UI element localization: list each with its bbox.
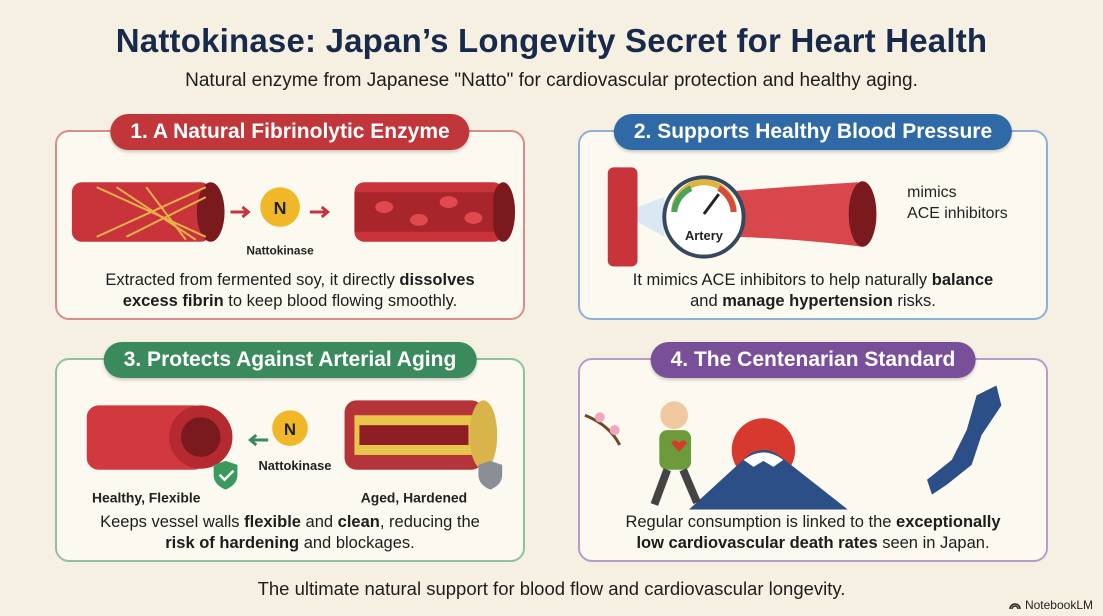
svg-text:N: N	[274, 198, 287, 218]
side-label: ACE inhibitors	[907, 205, 1008, 222]
footer-tagline: The ultimate natural support for blood f…	[257, 578, 846, 599]
mount-fuji-icon	[689, 449, 848, 510]
panel-description: Regular consumption is linked to the exc…	[625, 513, 1001, 552]
artery-cross-section-icon	[607, 167, 638, 267]
panel-arterial-aging: 3. Protects Against Arterial Aging Healt…	[55, 342, 525, 562]
side-label: mimics	[907, 184, 956, 201]
shield-check-icon	[213, 460, 238, 490]
enzyme-label: Nattokinase	[246, 244, 314, 258]
panel-fibrinolytic: 1. A Natural Fibrinolytic Enzyme N Natto…	[55, 114, 525, 320]
svg-text:N: N	[284, 420, 296, 439]
page-title: Nattokinase: Japan’s Longevity Secret fo…	[115, 22, 988, 59]
artery-icon	[718, 182, 863, 247]
arrow-icon	[309, 205, 330, 219]
panel-heading: 2. Supports Healthy Blood Pressure	[613, 114, 1013, 150]
nattokinase-enzyme-icon: N	[260, 187, 300, 227]
gauge-icon: Artery	[662, 175, 746, 259]
heart-icon	[671, 440, 688, 452]
panel-blood-pressure: 2. Supports Healthy Blood Pressure Arter…	[578, 114, 1048, 320]
centenarian-illustration	[584, 385, 1002, 510]
blood-pressure-illustration: Artery mimics ACE inhibitors	[607, 167, 1008, 267]
clear-vessel-icon	[354, 182, 516, 242]
svg-text:Artery: Artery	[685, 228, 724, 243]
japan-map-icon	[927, 385, 1002, 495]
panel-heading: 4. The Centenarian Standard	[650, 342, 976, 378]
arterial-aging-illustration: Healthy, Flexible N Nattokinase Aged, Ha…	[86, 400, 503, 506]
arrow-icon	[230, 205, 251, 219]
panel-description: It mimics ACE inhibitors to help natural…	[632, 271, 994, 310]
cherry-blossom-icon	[584, 413, 621, 446]
panel-heading: 3. Protects Against Arterial Aging	[103, 342, 477, 378]
enzyme-label: Nattokinase	[258, 458, 331, 473]
elderly-man-walking-icon	[650, 401, 701, 506]
healthy-vessel-icon	[86, 405, 238, 490]
healthy-label: Healthy, Flexible	[92, 490, 201, 506]
panel-description: Keeps vessel walls flexible and clean, r…	[100, 513, 480, 552]
fibrin-dissolving-illustration: N Nattokinase	[71, 182, 516, 258]
page-subtitle: Natural enzyme from Japanese "Natto" for…	[185, 70, 918, 91]
aged-vessel-icon	[344, 400, 503, 490]
aged-label: Aged, Hardened	[361, 490, 467, 506]
clotted-vessel-icon	[71, 182, 225, 242]
arrow-icon	[248, 433, 269, 447]
nattokinase-enzyme-icon	[272, 410, 308, 446]
brand-label: NotebookLM	[1024, 598, 1093, 612]
panel-centenarian: 4. The Centenarian Standard Regular cons…	[578, 342, 1048, 562]
panel-heading: 1. A Natural Fibrinolytic Enzyme	[110, 114, 470, 150]
brand-watermark: NotebookLM	[1009, 598, 1093, 612]
notebooklm-logo-icon	[1009, 603, 1021, 610]
panel-description: Extracted from fermented soy, it directl…	[105, 271, 475, 310]
cracked-shield-icon	[478, 460, 503, 490]
